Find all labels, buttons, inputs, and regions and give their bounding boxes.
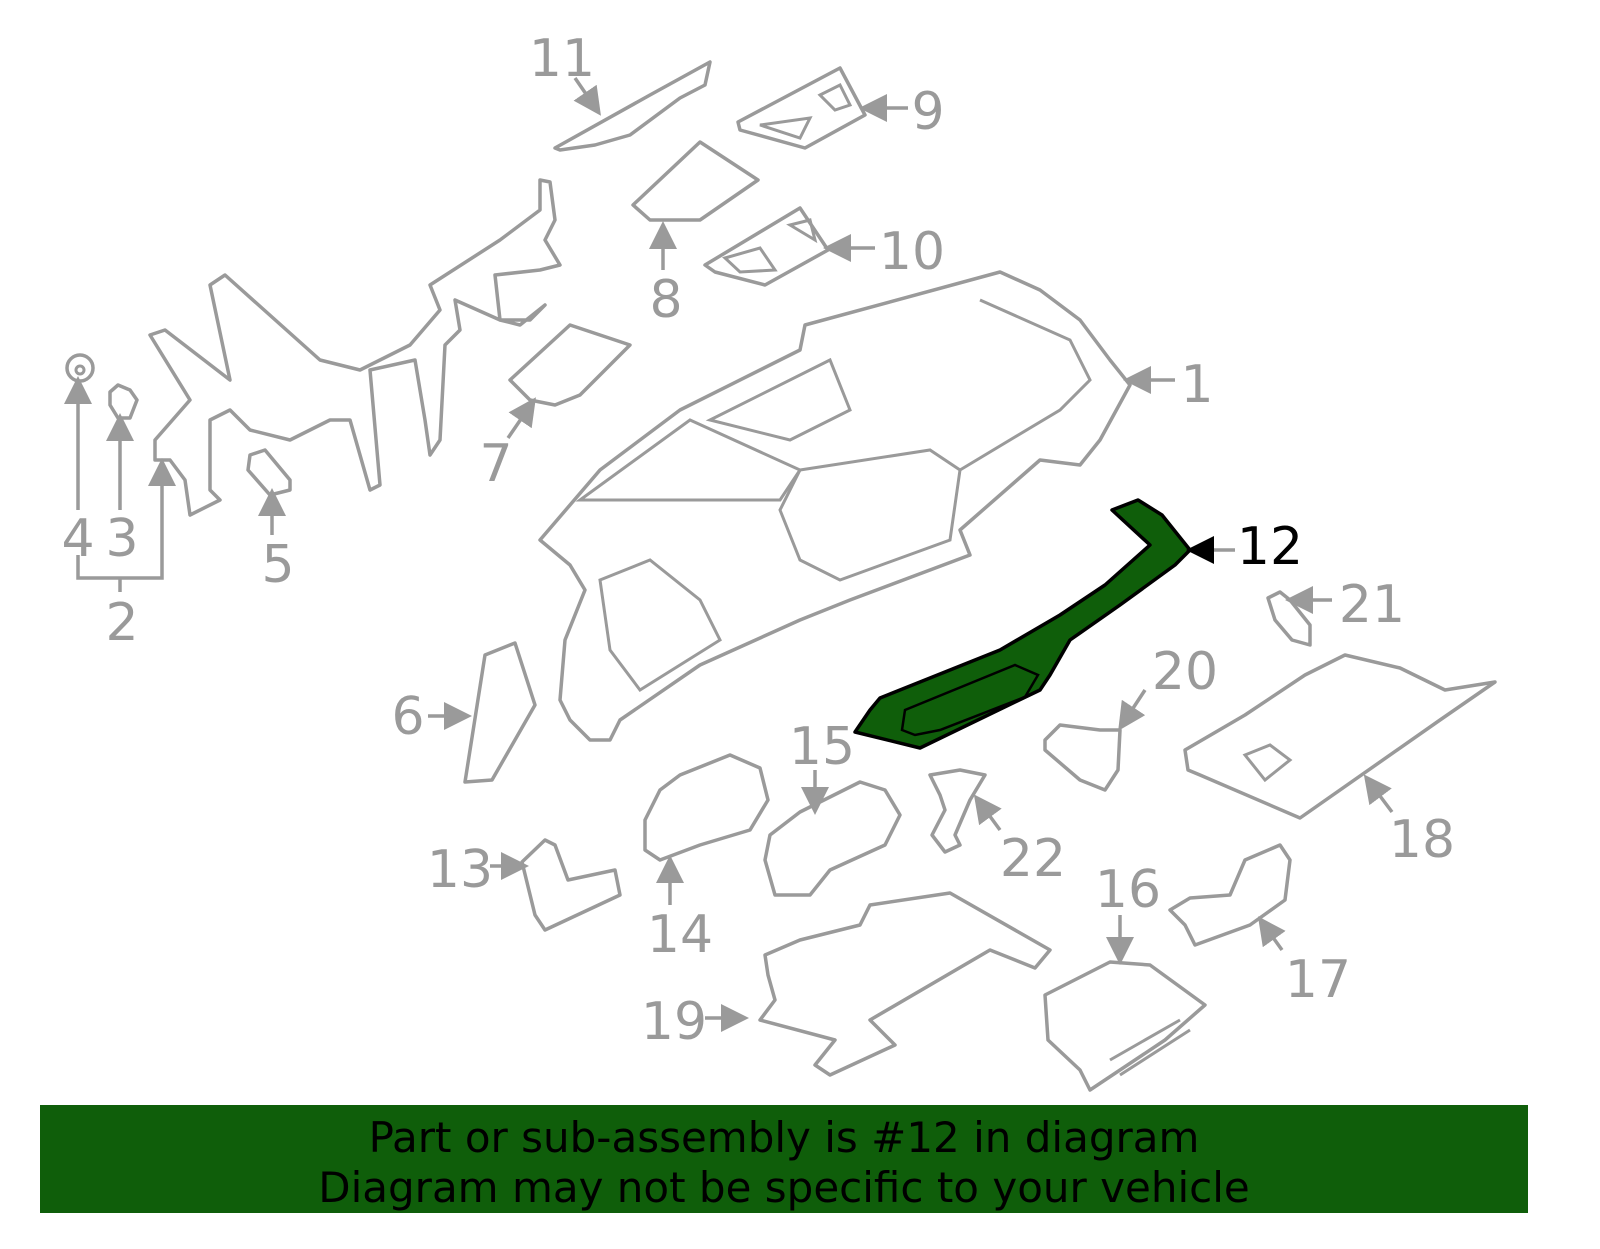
part-13-trim[interactable] (520, 838, 622, 932)
part-5-bracket[interactable] (246, 448, 292, 497)
part-18-lower-panel[interactable] (1183, 653, 1497, 820)
label-1[interactable]: 1 (1180, 355, 1213, 415)
label-10[interactable]: 10 (879, 222, 945, 282)
label-11[interactable]: 11 (529, 29, 595, 89)
part-9-switch-panel[interactable] (736, 66, 867, 150)
label-3[interactable]: 3 (105, 509, 138, 569)
label-6[interactable]: 6 (391, 687, 424, 747)
label-4[interactable]: 4 (61, 509, 94, 569)
label-17[interactable]: 17 (1285, 950, 1351, 1010)
label-18[interactable]: 18 (1389, 810, 1455, 870)
part-17-knee-panel[interactable] (1168, 843, 1292, 947)
part-15-cluster-cover[interactable] (763, 780, 902, 897)
info-banner: Part or sub-assembly is #12 in diagram D… (40, 1105, 1528, 1213)
part-8-vent-cover[interactable] (631, 140, 760, 222)
label-22[interactable]: 22 (1000, 829, 1066, 889)
label-21[interactable]: 21 (1339, 575, 1405, 635)
label-20[interactable]: 20 (1152, 642, 1218, 702)
part-10-bezel[interactable] (703, 206, 830, 287)
part-11-trim-strip[interactable] (553, 60, 712, 152)
part-12-trim-panel-highlighted[interactable] (853, 498, 1192, 750)
part-4-grommet[interactable] (65, 353, 95, 383)
part-20-bracket[interactable] (1043, 723, 1122, 792)
label-13[interactable]: 13 (427, 840, 493, 900)
part-22-bracket[interactable] (928, 768, 987, 854)
part-3-clip[interactable] (108, 383, 139, 420)
part-21-clip[interactable] (1266, 590, 1312, 647)
part-16-glove-box[interactable] (1043, 960, 1207, 1092)
label-14[interactable]: 14 (647, 905, 713, 965)
part-7-cover[interactable] (508, 323, 632, 407)
label-12-selected[interactable]: 12 (1237, 517, 1303, 577)
label-15[interactable]: 15 (789, 717, 855, 777)
part-14-cluster-housing[interactable] (643, 753, 770, 862)
label-8[interactable]: 8 (649, 270, 682, 330)
leader-lines (64, 77, 1394, 1032)
label-2[interactable]: 2 (105, 593, 138, 653)
part-2-cross-car-beam[interactable] (148, 178, 562, 517)
banner-line-2: Diagram may not be specific to your vehi… (318, 1163, 1250, 1212)
label-7[interactable]: 7 (479, 434, 512, 494)
part-1-dashboard[interactable] (538, 270, 1132, 742)
banner-line-1: Part or sub-assembly is #12 in diagram (368, 1113, 1200, 1162)
label-19[interactable]: 19 (641, 992, 707, 1052)
label-5[interactable]: 5 (261, 535, 294, 595)
label-16[interactable]: 16 (1095, 860, 1161, 920)
part-6-side-trim[interactable] (463, 641, 537, 784)
label-9[interactable]: 9 (911, 82, 944, 142)
part-19-lower-cover[interactable] (758, 891, 1052, 1077)
